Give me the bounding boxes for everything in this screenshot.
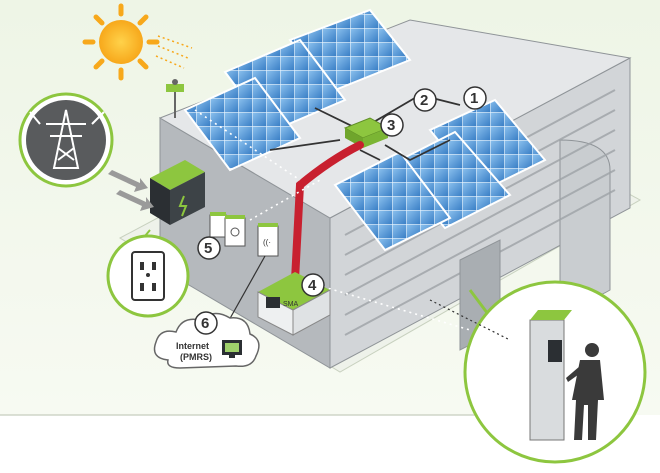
utility-meter-panel bbox=[150, 160, 205, 225]
grid-feed-arrows bbox=[108, 170, 154, 211]
callout-6: 6 bbox=[194, 311, 218, 335]
callout-2: 2 bbox=[413, 88, 437, 112]
callout-5-label: 5 bbox=[204, 240, 212, 257]
solar-panel bbox=[333, 150, 452, 252]
cloud-label-internet: Internet bbox=[176, 341, 209, 351]
callout-1-label: 1 bbox=[470, 90, 478, 107]
callout-3: 3 bbox=[380, 113, 404, 137]
person-at-kiosk-icon bbox=[463, 280, 647, 464]
callout-1: 1 bbox=[463, 86, 487, 110]
cloud-label-pmrs: (PMRS) bbox=[180, 352, 212, 362]
callout-2-label: 2 bbox=[420, 92, 428, 109]
power-tower-icon bbox=[18, 92, 114, 188]
callout-6-label: 6 bbox=[201, 315, 209, 332]
solar-panel-array bbox=[183, 8, 547, 252]
callout-4: 4 bbox=[301, 273, 325, 297]
dc-cable bbox=[291, 141, 364, 284]
electrical-outlet-icon bbox=[106, 229, 190, 318]
weather-station-icon bbox=[166, 79, 184, 118]
sun-icon bbox=[82, 3, 193, 81]
monitor-icon bbox=[222, 340, 242, 358]
solar-panel bbox=[183, 76, 302, 172]
monitoring-devices: ((· bbox=[209, 212, 279, 257]
data-links bbox=[194, 109, 471, 331]
callout-4-label: 4 bbox=[308, 277, 317, 294]
roof-wiring bbox=[269, 94, 461, 162]
svg-text:((·: ((· bbox=[263, 238, 271, 247]
inverter-tag: SMA bbox=[283, 301, 299, 308]
callout-5: 5 bbox=[197, 236, 221, 260]
callout-3-label: 3 bbox=[387, 117, 395, 134]
